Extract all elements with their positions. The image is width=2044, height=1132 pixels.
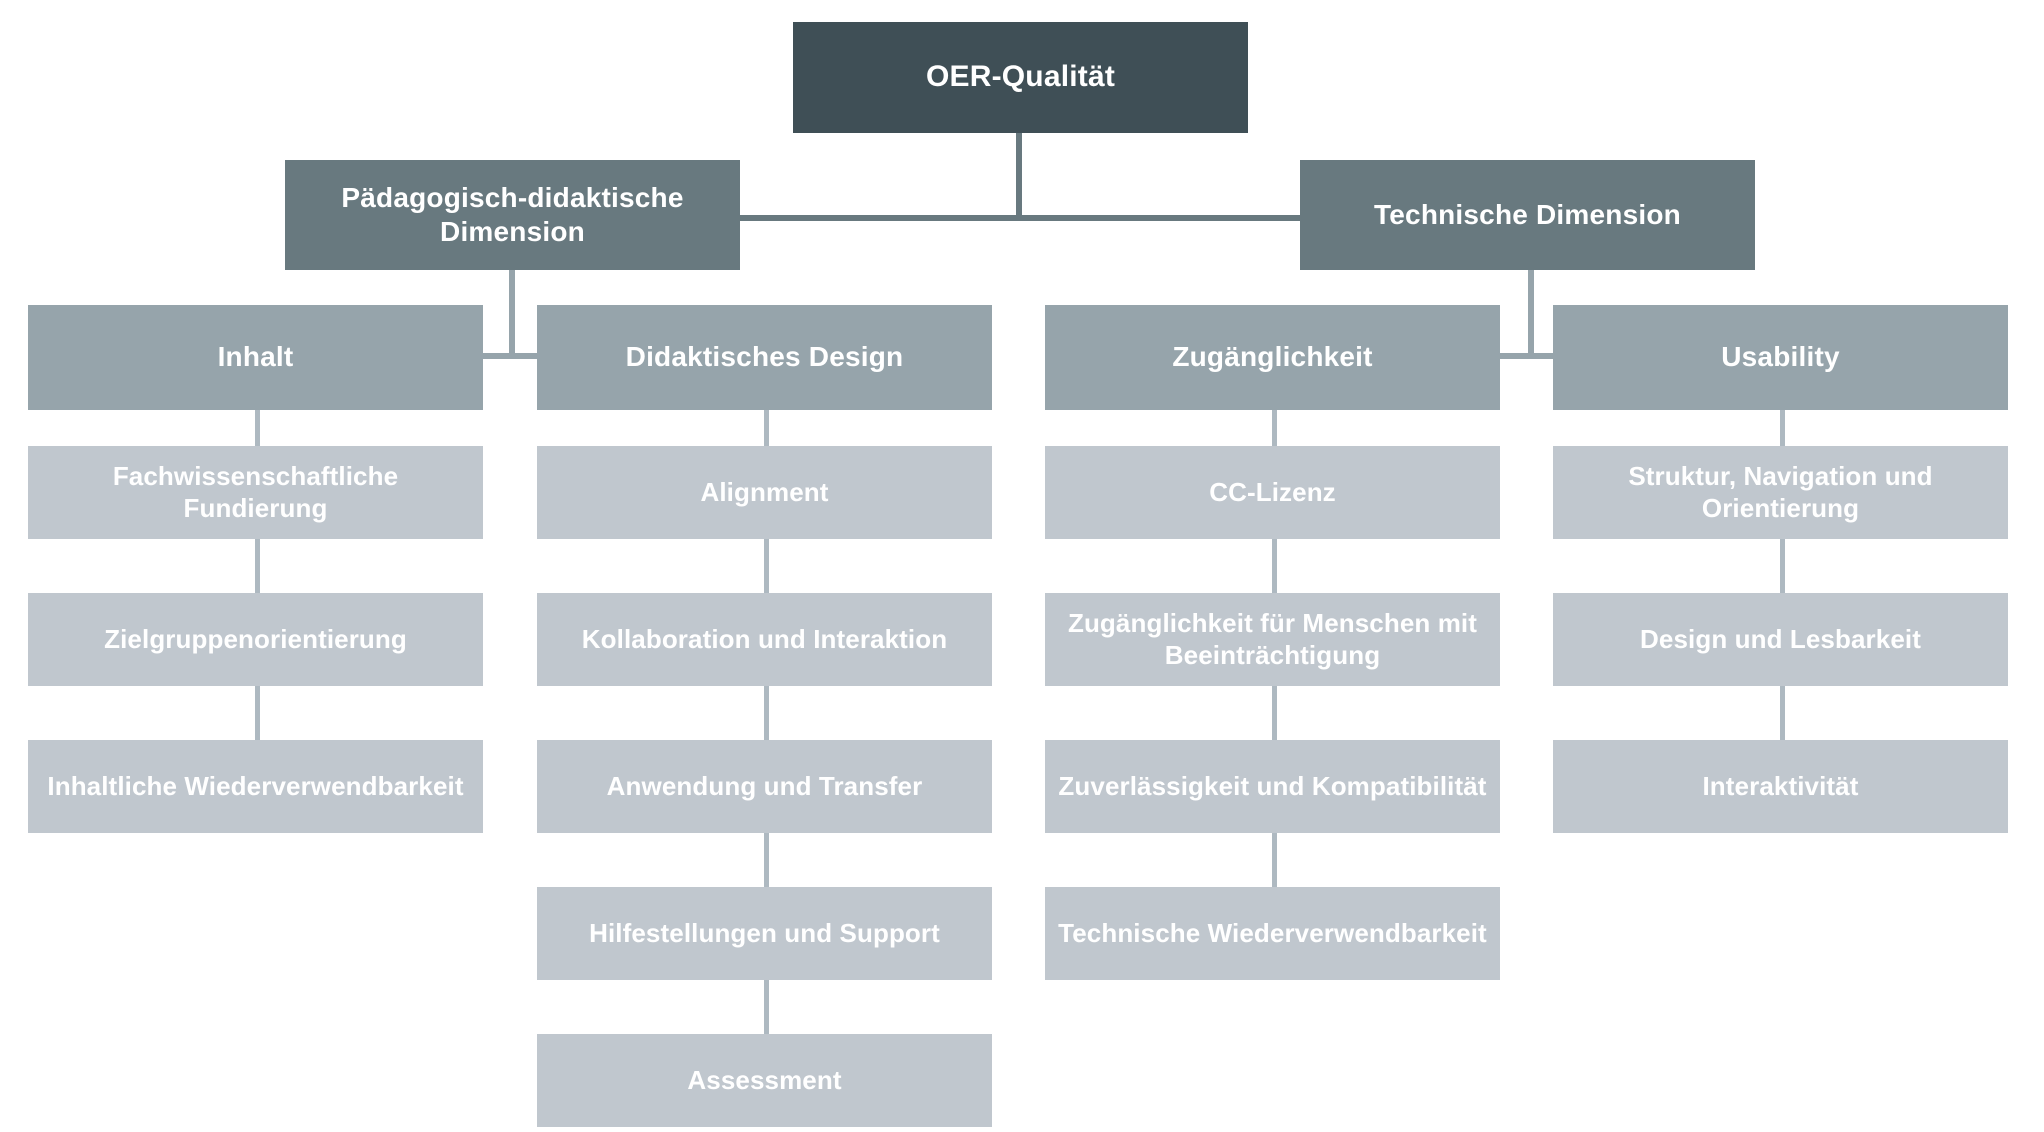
node-criterion-anwendung-und-transfer[interactable]: Anwendung und Transfer [537, 740, 992, 833]
connector-right-dimension-stem [1528, 270, 1534, 359]
node-criterion-assessment[interactable]: Assessment [537, 1034, 992, 1127]
connector-right-category-bus [1277, 353, 1789, 359]
node-category-zugaenglichkeit[interactable]: Zugänglichkeit [1045, 305, 1500, 410]
node-dimension-technisch[interactable]: Technische Dimension [1300, 160, 1755, 270]
node-criterion-zugaenglichkeit-beeintraechtigung[interactable]: Zugänglichkeit für Menschen mit Beeinträ… [1045, 593, 1500, 686]
connector-left-category-bus [258, 353, 770, 359]
node-criterion-design-und-lesbarkeit[interactable]: Design und Lesbarkeit [1553, 593, 2008, 686]
connector-left-dimension-stem [509, 270, 515, 359]
node-criterion-cc-lizenz[interactable]: CC-Lizenz [1045, 446, 1500, 539]
node-dimension-paedagogisch-didaktisch[interactable]: Pädagogisch-didaktische Dimension [285, 160, 740, 270]
node-criterion-kollaboration-und-interaktion[interactable]: Kollaboration und Interaktion [537, 593, 992, 686]
node-criterion-zielgruppenorientierung[interactable]: Zielgruppenorientierung [28, 593, 483, 686]
node-criterion-hilfestellungen-und-support[interactable]: Hilfestellungen und Support [537, 887, 992, 980]
node-criterion-interaktivitaet[interactable]: Interaktivität [1553, 740, 2008, 833]
connector-root-stem [1016, 133, 1022, 221]
connector-dimension-bus [740, 215, 1300, 221]
node-root-oer-qualitaet[interactable]: OER-Qualität [793, 22, 1248, 133]
node-category-inhalt[interactable]: Inhalt [28, 305, 483, 410]
node-criterion-fachwissenschaftliche-fundierung[interactable]: Fachwissenschaftliche Fundierung [28, 446, 483, 539]
node-criterion-struktur-navigation-orientierung[interactable]: Struktur, Navigation und Orientierung [1553, 446, 2008, 539]
node-criterion-inhaltliche-wiederverwendbarkeit[interactable]: Inhaltliche Wiederverwendbarkeit [28, 740, 483, 833]
node-criterion-technische-wiederverwendbarkeit[interactable]: Technische Wiederverwendbarkeit [1045, 887, 1500, 980]
node-category-usability[interactable]: Usability [1553, 305, 2008, 410]
node-criterion-alignment[interactable]: Alignment [537, 446, 992, 539]
node-category-didaktisches-design[interactable]: Didaktisches Design [537, 305, 992, 410]
node-criterion-zuverlaessigkeit-und-kompatibilitaet[interactable]: Zuverlässigkeit und Kompatibilität [1045, 740, 1500, 833]
